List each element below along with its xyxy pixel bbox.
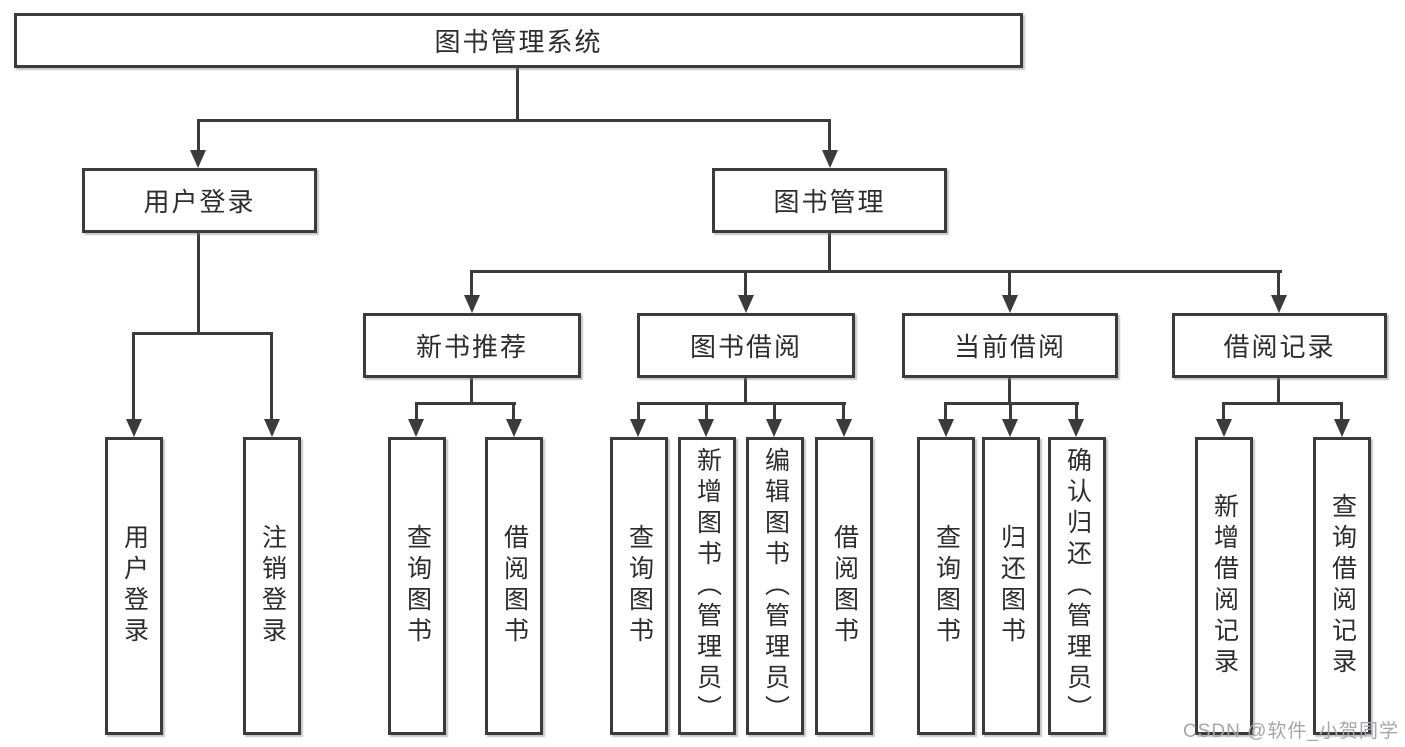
node-label: 查询图书 [932, 524, 961, 648]
connector-line [415, 402, 418, 422]
connector-line [132, 332, 135, 422]
connector-line [516, 68, 519, 120]
leaf-query-books-current: 查询图书 [917, 437, 975, 735]
leaf-add-borrow-record: 新增借阅记录 [1195, 437, 1253, 735]
connector-line [1075, 402, 1078, 422]
connector-line [1008, 378, 1011, 404]
node-label: 查询借阅记录 [1328, 493, 1357, 679]
connector-line [944, 402, 947, 422]
connector-line [1277, 378, 1280, 404]
arrow-down-icon [506, 419, 522, 437]
node-label: 借阅图书 [830, 524, 859, 648]
leaf-return-books: 归还图书 [982, 437, 1040, 735]
connector-line [470, 378, 473, 404]
node-label: 新增图书（管理员） [693, 446, 722, 726]
leaf-query-books-recommend: 查询图书 [388, 437, 446, 735]
arrow-down-icon [408, 419, 424, 437]
node-label: 编辑图书（管理员） [761, 446, 790, 726]
arrow-down-icon [264, 419, 280, 437]
node-label: 新增借阅记录 [1210, 493, 1239, 679]
connector-line [637, 402, 640, 422]
leaf-edit-book-admin: 编辑图书（管理员） [746, 437, 804, 735]
csdn-watermark: CSDN @软件_小贺同学 [1183, 721, 1399, 742]
arrow-down-icon [938, 419, 954, 437]
arrow-down-icon [698, 419, 714, 437]
node-label: 图书借阅 [689, 332, 802, 362]
node-label: 归还图书 [997, 524, 1026, 648]
node-label: 用户登录 [120, 524, 149, 648]
node-current-borrowing: 当前借阅 [902, 313, 1118, 378]
arrow-down-icon [1002, 419, 1018, 437]
node-label: 当前借阅 [953, 332, 1066, 362]
connector-line [705, 402, 708, 422]
connector-line [1008, 270, 1011, 298]
leaf-borrow-books-recommend: 借阅图书 [485, 437, 543, 735]
connector-line [773, 402, 776, 422]
connector-line [270, 332, 273, 422]
node-label: 查询图书 [625, 524, 654, 648]
node-label: 确认归还（管理员） [1063, 446, 1092, 726]
arrow-down-icon [1334, 419, 1350, 437]
node-user-login: 用户登录 [82, 168, 317, 233]
connector-line [197, 119, 831, 122]
node-label: 新书推荐 [415, 332, 528, 362]
connector-line [744, 378, 747, 404]
node-label: 查询图书 [403, 524, 432, 648]
node-label: 借阅记录 [1223, 332, 1336, 362]
leaf-borrow-books: 借阅图书 [815, 437, 873, 735]
leaf-logout: 注销登录 [243, 437, 301, 735]
arrow-down-icon [464, 295, 480, 313]
connector-line [744, 270, 747, 298]
arrow-down-icon [766, 419, 782, 437]
leaf-query-borrow-record: 查询借阅记录 [1313, 437, 1371, 735]
leaf-add-book-admin: 新增图书（管理员） [678, 437, 736, 735]
node-label: 图书管理 [773, 187, 886, 217]
node-label: 注销登录 [258, 524, 287, 648]
leaf-query-books-borrowing: 查询图书 [610, 437, 668, 735]
arrow-down-icon [836, 419, 852, 437]
arrow-down-icon [1271, 295, 1287, 313]
arrow-down-icon [1216, 419, 1232, 437]
connector-line [1222, 402, 1343, 405]
node-book-management: 图书管理 [712, 168, 947, 233]
arrow-down-icon [630, 419, 646, 437]
arrow-down-icon [822, 150, 838, 168]
arrow-down-icon [1002, 295, 1018, 313]
arrow-down-icon [190, 150, 206, 168]
arrow-down-icon [738, 295, 754, 313]
connector-line [828, 119, 831, 155]
connector-line [470, 270, 1282, 273]
connector-line [512, 402, 515, 422]
connector-line [637, 402, 846, 405]
arrow-down-icon [1068, 419, 1084, 437]
connector-line [415, 402, 516, 405]
node-borrowing-records: 借阅记录 [1172, 313, 1387, 378]
node-label: 借阅图书 [500, 524, 529, 648]
node-book-borrowing: 图书借阅 [637, 313, 855, 378]
connector-line [470, 270, 473, 298]
connector-line [1340, 402, 1343, 422]
node-root-library-system: 图书管理系统 [14, 13, 1023, 68]
connector-line [1009, 402, 1012, 422]
connector-line [1222, 402, 1225, 422]
connector-line [197, 119, 200, 155]
connector-line [1277, 270, 1280, 298]
connector-line [197, 233, 200, 334]
connector-line [132, 332, 273, 335]
node-label: 用户登录 [143, 187, 256, 217]
leaf-user-login: 用户登录 [105, 437, 163, 735]
leaf-confirm-return-admin: 确认归还（管理员） [1048, 437, 1106, 735]
connector-line [828, 233, 831, 272]
connector-line [842, 402, 845, 422]
node-label: 图书管理系统 [434, 27, 603, 57]
arrow-down-icon [126, 419, 142, 437]
node-new-book-recommend: 新书推荐 [363, 313, 581, 378]
